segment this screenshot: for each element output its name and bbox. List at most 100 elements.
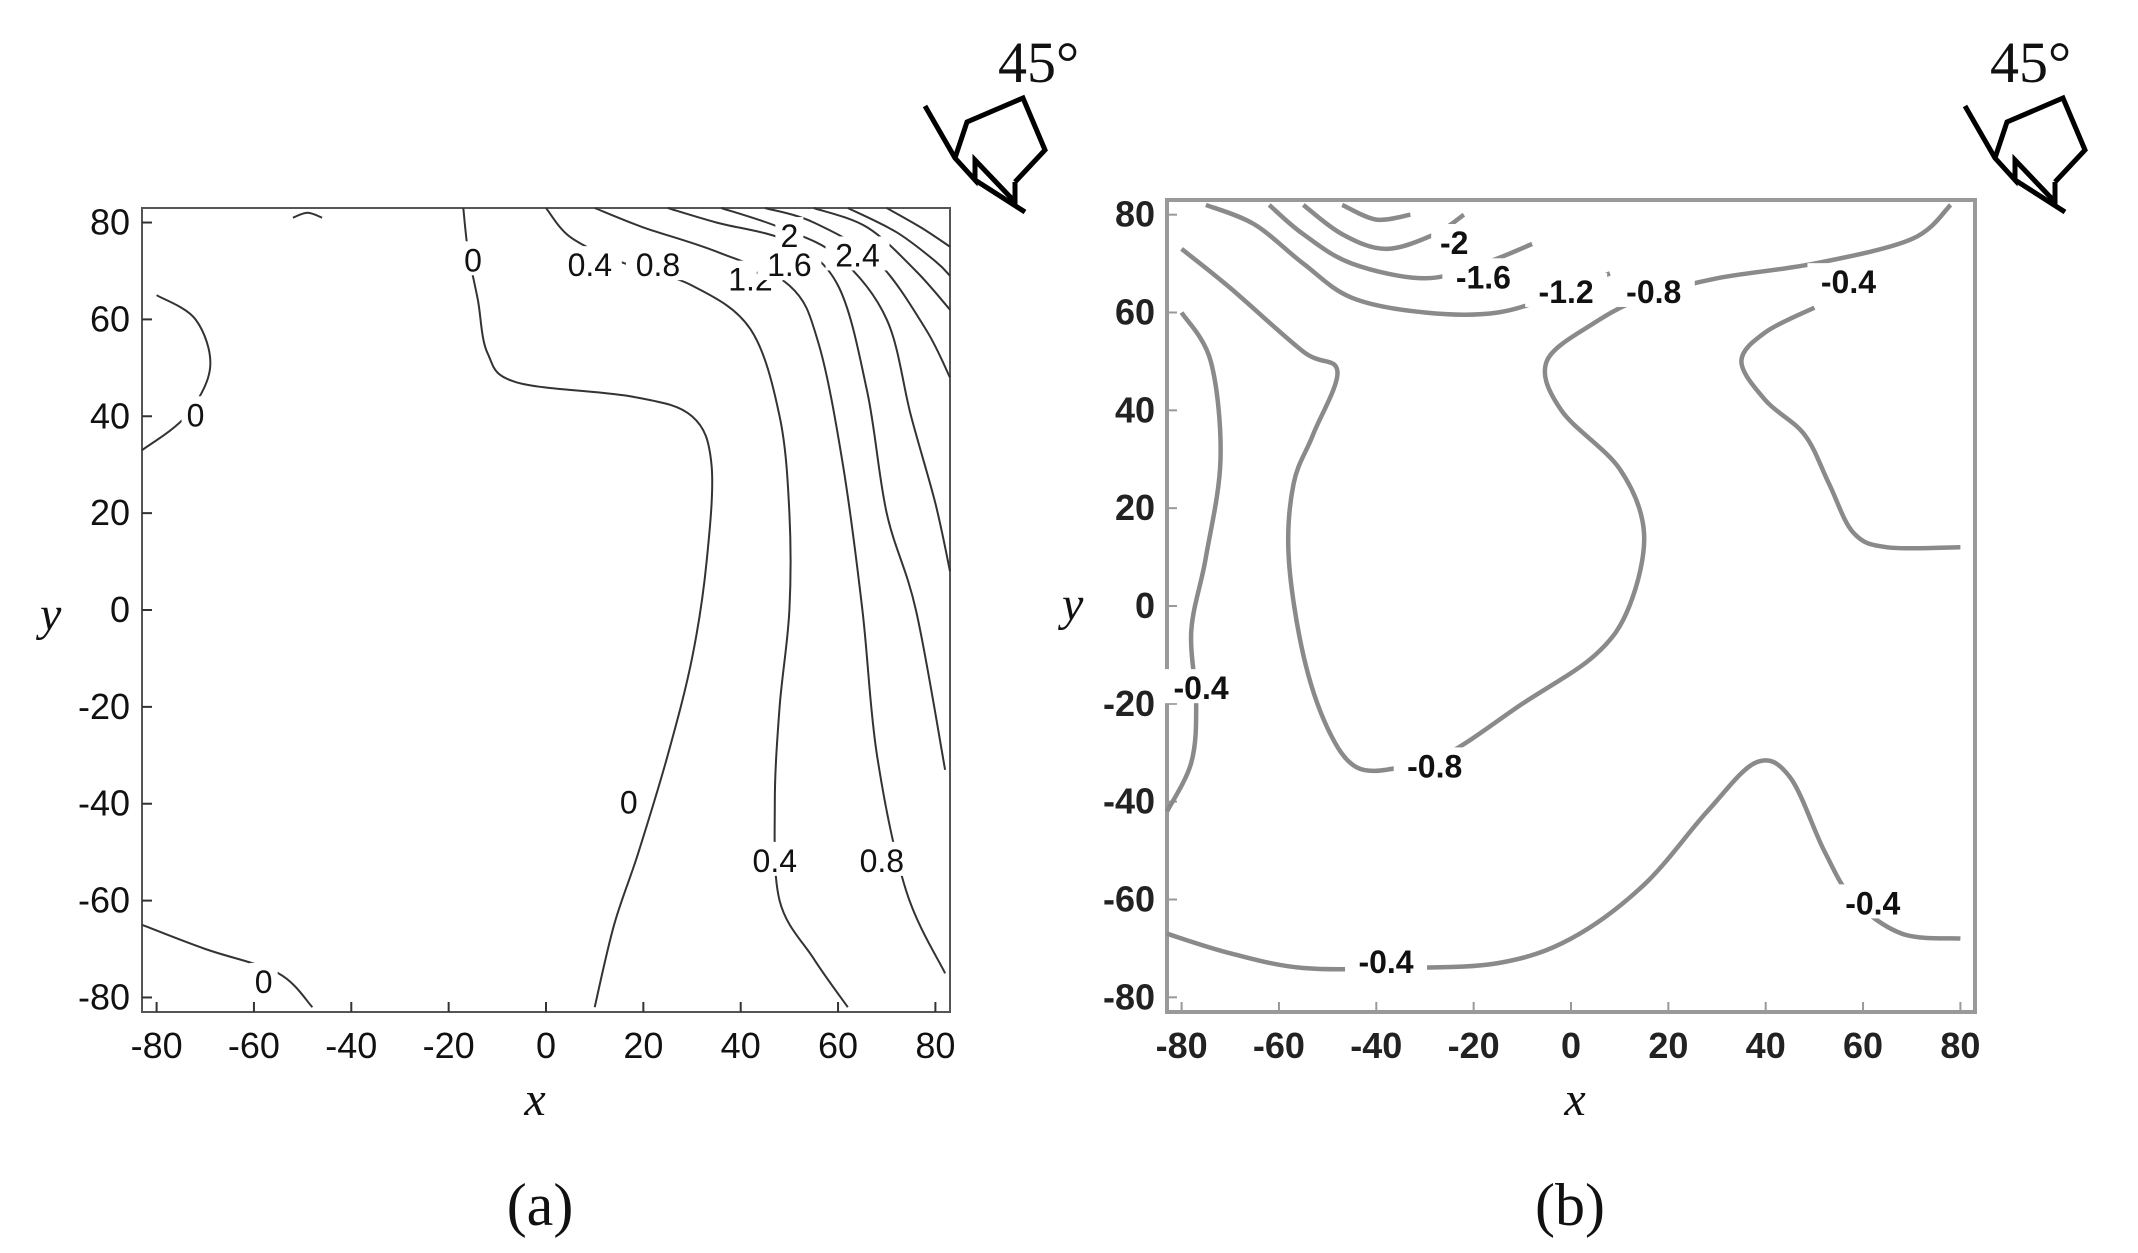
x-tick-label: 20 xyxy=(623,1025,663,1066)
wind-angle-label-b: 45° xyxy=(1990,30,2071,95)
y-tick-label: -40 xyxy=(78,783,130,824)
contour-label-background xyxy=(625,246,690,281)
contour-line xyxy=(1164,311,1223,813)
contour-label: 0.4 xyxy=(753,843,797,879)
contour-label: -0.8 xyxy=(1407,748,1462,784)
panel-caption-a: (a) xyxy=(507,1172,574,1238)
x-axis-label-a: x xyxy=(523,1073,545,1126)
contour-label-background xyxy=(849,841,914,876)
y-tick-label: 40 xyxy=(90,395,130,436)
contour-label-background xyxy=(825,236,890,271)
contour-line xyxy=(594,207,947,974)
y-tick-label: 20 xyxy=(1115,487,1155,528)
contour-label-background xyxy=(1525,272,1608,307)
contour-label-background xyxy=(1160,669,1243,704)
contour-label-background xyxy=(742,841,807,876)
contour-line xyxy=(886,207,951,248)
x-tick-label: -80 xyxy=(131,1025,183,1066)
x-tick-label: -20 xyxy=(423,1025,475,1066)
x-tick-label: 80 xyxy=(915,1025,955,1066)
contour-label: 2.4 xyxy=(835,237,879,273)
contour-line xyxy=(813,207,951,311)
y-tick-label: -40 xyxy=(1103,781,1155,822)
y-tick-label: -60 xyxy=(1103,878,1155,919)
contour-line xyxy=(1739,305,1961,551)
contour-label-background xyxy=(614,783,643,818)
y-tick-label: -80 xyxy=(1103,976,1155,1017)
contour-label-background xyxy=(249,962,278,997)
contour-label: -0.8 xyxy=(1626,274,1681,310)
contour-label-background xyxy=(1345,943,1428,978)
x-tick-label: -80 xyxy=(1156,1025,1208,1066)
x-tick-label: 60 xyxy=(818,1025,858,1066)
y-tick-label: 20 xyxy=(90,492,130,533)
y-tick-label: -60 xyxy=(78,880,130,921)
contour-label-background xyxy=(1612,272,1695,307)
contour-label: 0 xyxy=(187,397,205,433)
contour-line xyxy=(1166,758,1961,972)
x-tick-label: -20 xyxy=(1448,1025,1500,1066)
contour-label: -2 xyxy=(1440,225,1468,261)
contour-label: 1.6 xyxy=(767,247,811,283)
contour-line xyxy=(462,207,714,1008)
x-tick-label: 60 xyxy=(1843,1025,1883,1066)
contour-line xyxy=(141,294,212,451)
contour-line xyxy=(667,207,947,770)
x-axis-label-b: x xyxy=(1563,1073,1585,1126)
x-tick-label: -40 xyxy=(325,1025,377,1066)
wind-angle-label-a: 45° xyxy=(998,30,1079,95)
contour-line xyxy=(292,211,323,219)
contour-label-background xyxy=(1807,263,1890,298)
contour-label: 0 xyxy=(620,785,638,821)
contour-label-background xyxy=(757,246,822,281)
contour-label-background xyxy=(458,241,487,276)
contour-label: 0.8 xyxy=(636,247,680,283)
contour-label: -0.4 xyxy=(1845,885,1900,921)
contour-label: 0 xyxy=(255,964,273,1000)
y-tick-label: -80 xyxy=(78,976,130,1017)
y-tick-label: -20 xyxy=(1103,683,1155,724)
y-tick-label: 80 xyxy=(90,202,130,243)
x-tick-label: 40 xyxy=(721,1025,761,1066)
wind-direction-icon-b xyxy=(1962,94,2088,215)
panel-caption-b: (b) xyxy=(1535,1172,1605,1238)
x-tick-label: -40 xyxy=(1350,1025,1402,1066)
contour-line xyxy=(847,207,951,277)
x-tick-label: -60 xyxy=(228,1025,280,1066)
contour-label: -0.4 xyxy=(1174,670,1229,706)
x-tick-label: 0 xyxy=(536,1025,556,1066)
x-tick-label: 0 xyxy=(1561,1025,1581,1066)
contour-line xyxy=(1341,202,1411,223)
contour-label: -1.2 xyxy=(1539,274,1594,310)
y-axis-label-a: y xyxy=(35,588,62,641)
x-tick-label: 80 xyxy=(1940,1025,1980,1066)
contour-label: 2 xyxy=(780,218,798,254)
contour-label-background xyxy=(1431,224,1478,259)
contour-label: -0.4 xyxy=(1358,944,1413,980)
contour-label-background xyxy=(181,396,210,431)
y-tick-label: 60 xyxy=(1115,292,1155,333)
contour-label-background xyxy=(1393,747,1476,782)
contour-label-background xyxy=(775,217,804,252)
y-tick-label: 60 xyxy=(90,298,130,339)
y-tick-label: 0 xyxy=(110,589,130,630)
contour-label-background xyxy=(1442,258,1525,293)
contour-label: -0.4 xyxy=(1821,264,1876,300)
contour-label: 0.4 xyxy=(568,247,612,283)
y-tick-label: 0 xyxy=(1135,585,1155,626)
y-axis-label-b: y xyxy=(1057,578,1084,631)
contour-label-group-b: -2-1.6 -1.2 -0.8 -0.4 -0.4 -0.8 -0.4 -0.4 xyxy=(1160,224,1914,980)
contour-label: 0 xyxy=(464,242,482,278)
contour-label-background xyxy=(557,246,622,281)
x-tick-label: 20 xyxy=(1648,1025,1688,1066)
contour-line xyxy=(141,923,314,1008)
contour-label: -1.6 xyxy=(1456,259,1511,295)
x-tick-label: -60 xyxy=(1253,1025,1305,1066)
y-tick-label: 40 xyxy=(1115,389,1155,430)
y-tick-label: 80 xyxy=(1115,194,1155,235)
